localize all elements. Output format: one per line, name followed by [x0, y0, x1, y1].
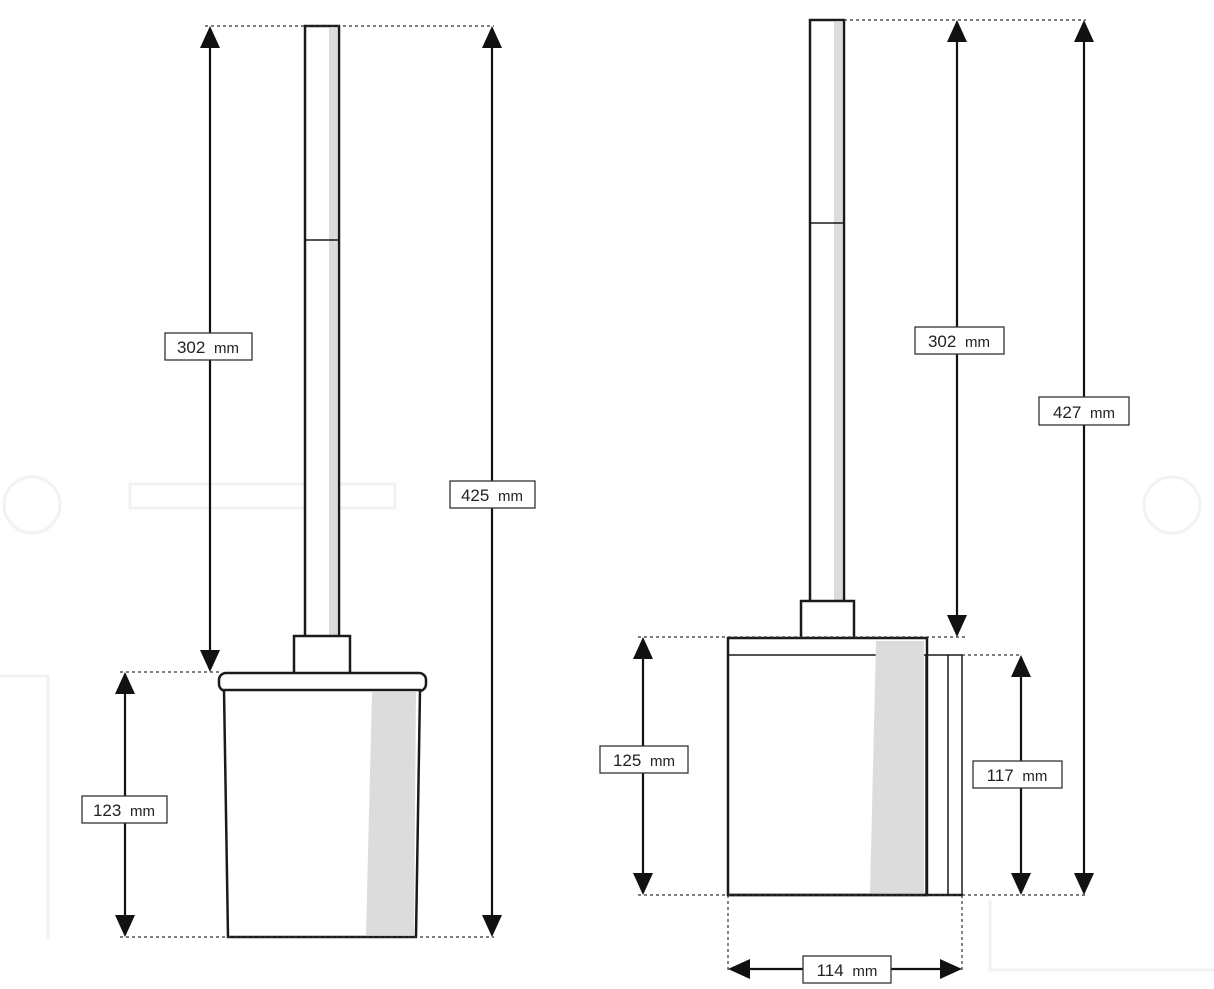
- right-inner-insert: [925, 654, 963, 896]
- svg-text:125 mm: 125 mm: [613, 751, 675, 770]
- right-dim-inner: 117 mm: [972, 655, 1063, 895]
- right-handle-unit: mm: [965, 334, 990, 351]
- right-inner-unit: mm: [1022, 768, 1047, 785]
- right-overall-unit: mm: [1090, 405, 1115, 422]
- left-handle-value: 302: [177, 338, 205, 357]
- right-handle-value: 302: [928, 332, 956, 351]
- left-extension-lines: [120, 25, 494, 938]
- left-base-value: 123: [93, 801, 121, 820]
- left-dim-overall: 425 mm: [449, 26, 536, 937]
- svg-text:123 mm: 123 mm: [93, 801, 155, 820]
- right-collar: [799, 599, 856, 641]
- svg-text:117 mm: 117 mm: [987, 766, 1048, 785]
- right-width-unit: mm: [852, 963, 877, 980]
- svg-text:427 mm: 427 mm: [1053, 403, 1115, 422]
- background-ghost-art: [0, 475, 1214, 972]
- right-dim-handle: 302 mm: [914, 20, 1005, 637]
- right-extension-lines: [638, 19, 1086, 970]
- svg-text:302 mm: 302 mm: [177, 338, 239, 357]
- left-lid: [217, 671, 428, 693]
- right-base-unit: mm: [650, 753, 675, 770]
- right-brush-set: [726, 18, 963, 897]
- left-brush-set: [217, 24, 428, 939]
- left-overall-value: 425: [461, 486, 489, 505]
- left-collar: [292, 634, 352, 678]
- right-dim-width: 114 mm: [728, 955, 962, 984]
- left-dim-base: 123 mm: [81, 672, 168, 937]
- right-width-value: 114: [817, 961, 844, 980]
- svg-text:425 mm: 425 mm: [461, 486, 523, 505]
- svg-text:114 mm: 114 mm: [817, 961, 878, 980]
- right-dim-base: 125 mm: [599, 637, 689, 895]
- left-overall-unit: mm: [498, 488, 523, 505]
- right-inner-value: 117: [987, 766, 1014, 785]
- left-dim-handle: 302 mm: [164, 26, 253, 672]
- right-overall-value: 427: [1053, 403, 1081, 422]
- right-dim-overall: 427 mm: [1038, 20, 1130, 895]
- right-base-value: 125: [613, 751, 641, 770]
- left-handle-unit: mm: [214, 340, 239, 357]
- left-base-unit: mm: [130, 803, 155, 820]
- svg-text:302 mm: 302 mm: [928, 332, 990, 351]
